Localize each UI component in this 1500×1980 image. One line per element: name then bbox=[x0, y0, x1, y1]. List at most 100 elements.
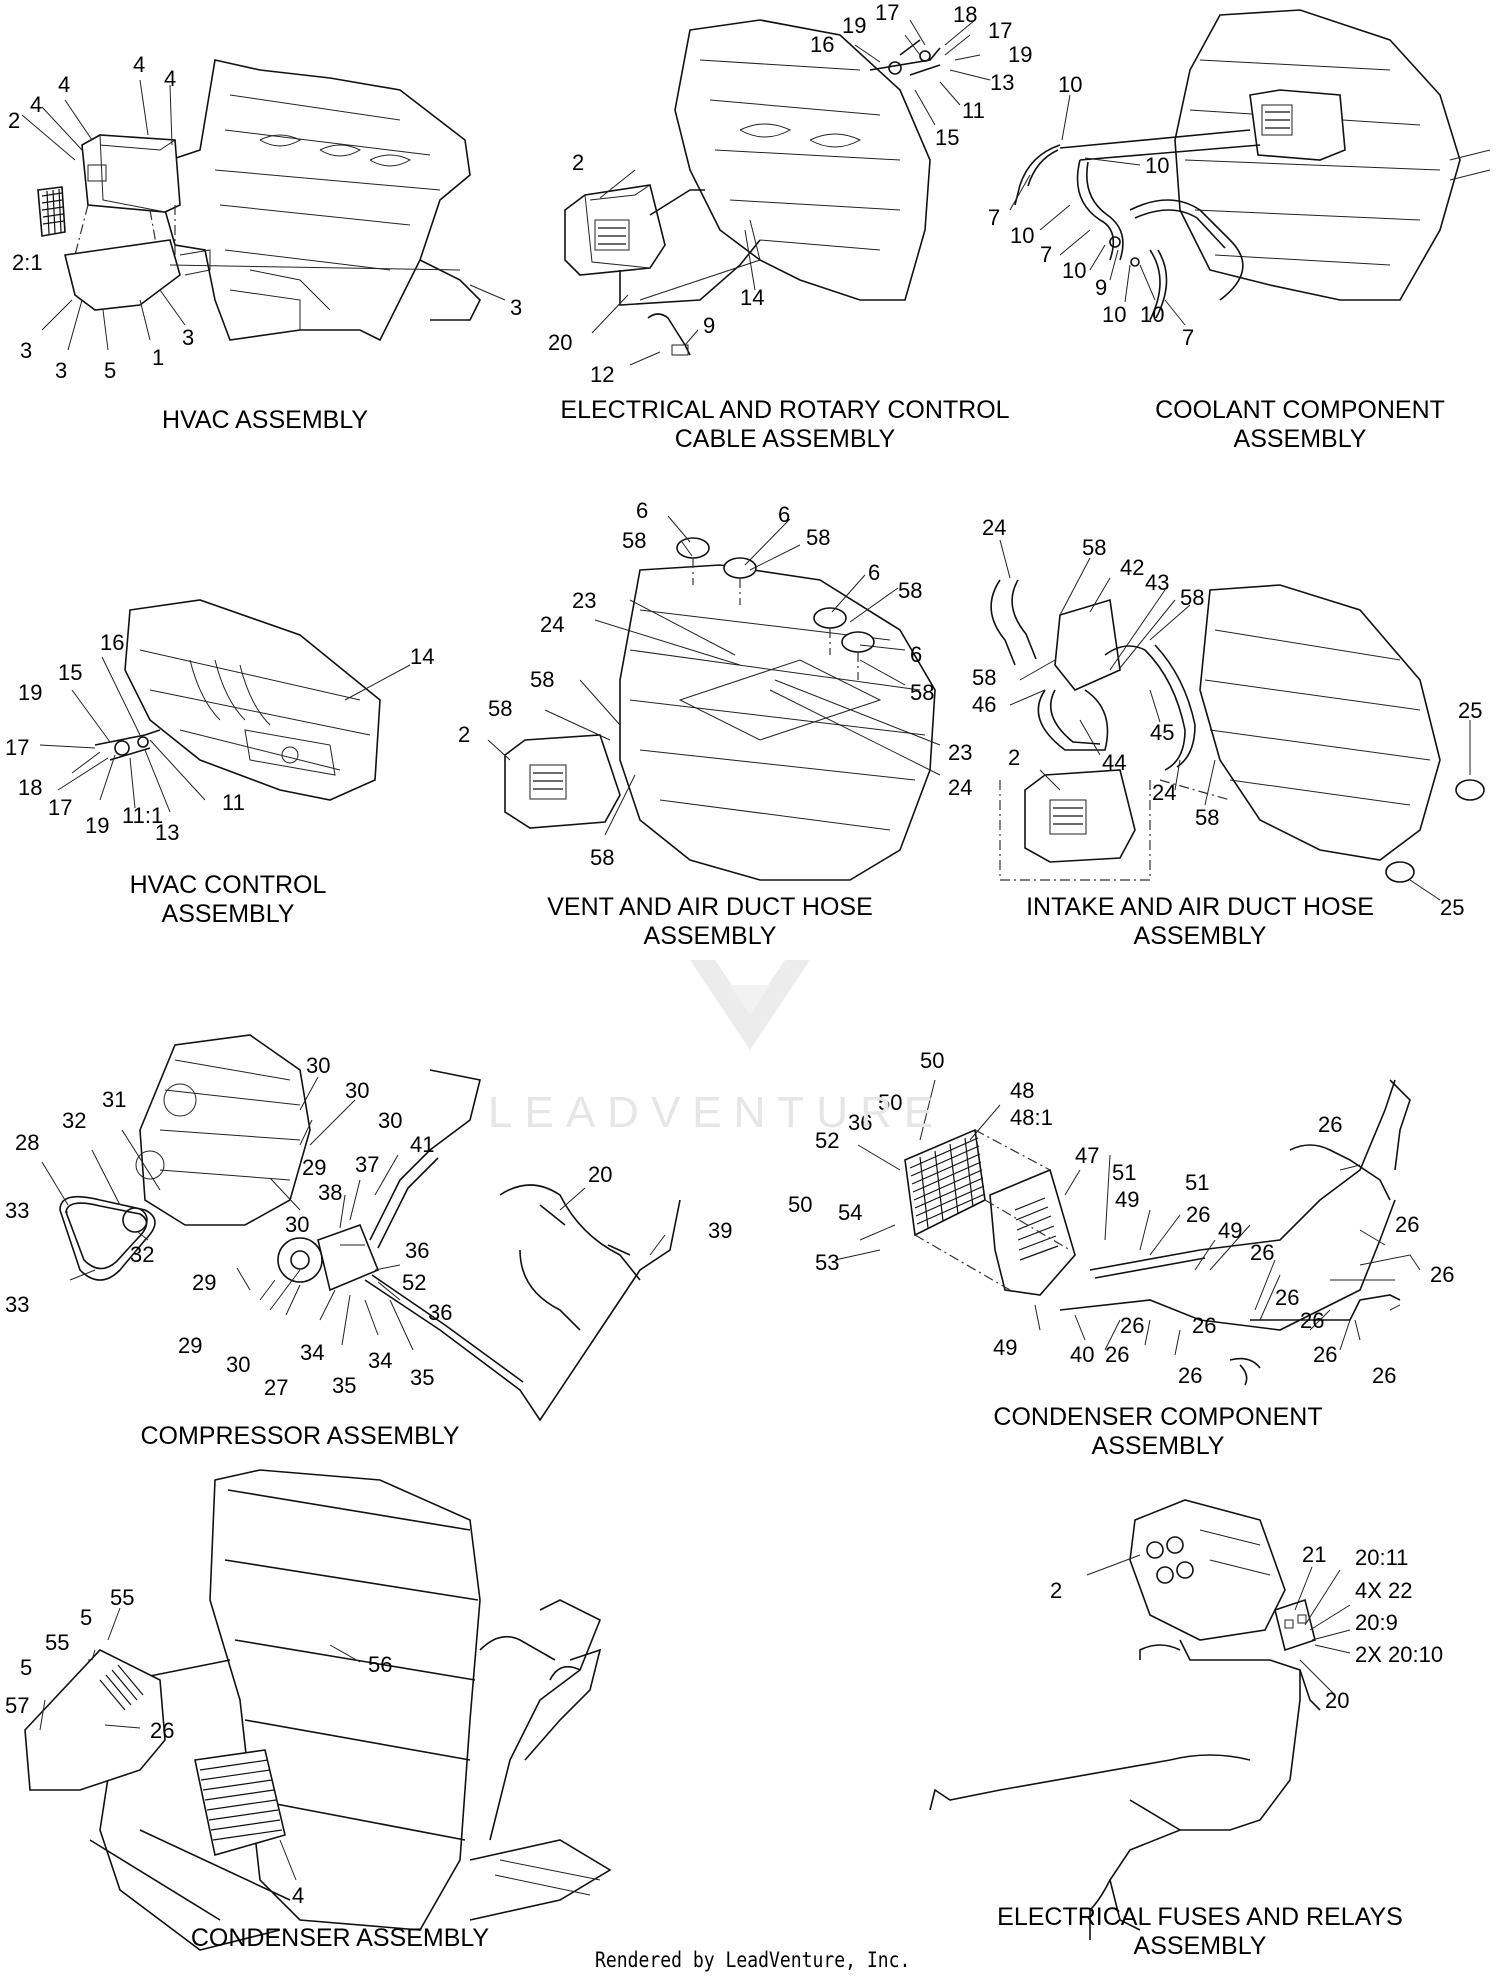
callout-26: 26 bbox=[1178, 1363, 1202, 1388]
callout-37: 37 bbox=[355, 1152, 379, 1177]
caption-hvac-control-line-2: ASSEMBLY bbox=[162, 900, 295, 928]
callout-45: 45 bbox=[1150, 720, 1174, 745]
callout-17: 17 bbox=[48, 795, 72, 820]
callout-7: 7 bbox=[1182, 325, 1194, 350]
panel-intake-air-duct-hose: 24 58 42 43 58 58 46 45 2 44 24 58 25 25… bbox=[972, 515, 1485, 950]
caption-condenser-component-line-1: CONDENSER COMPONENT bbox=[993, 1403, 1322, 1431]
callout-11: 11 bbox=[222, 790, 245, 815]
caption-coolant-line-2: ASSEMBLY bbox=[1234, 425, 1367, 453]
callout-23: 23 bbox=[572, 588, 596, 613]
drawing-hvac-control bbox=[39, 599, 411, 813]
callout-39: 39 bbox=[708, 1218, 732, 1243]
callout-30: 30 bbox=[226, 1352, 250, 1377]
callout-17: 17 bbox=[5, 735, 29, 760]
callout-58: 58 bbox=[898, 578, 922, 603]
callout-4: 4 bbox=[30, 92, 42, 117]
panel-condenser-assembly: 55 5 55 5 56 57 26 4 CONDENSER ASSEMBLY bbox=[5, 1469, 612, 1952]
callout-6: 6 bbox=[636, 498, 648, 523]
panel-compressor-assembly: 30 30 31 32 30 28 41 29 20 37 38 33 32 3… bbox=[5, 1034, 732, 1450]
panel-hvac-control: 16 15 14 19 17 18 17 19 11:1 13 11 HVAC … bbox=[5, 599, 434, 928]
callout-48: 48 bbox=[1010, 1078, 1034, 1103]
callout-36: 36 bbox=[405, 1238, 429, 1263]
caption-coolant-line-1: COOLANT COMPONENT bbox=[1155, 396, 1445, 424]
callout-58: 58 bbox=[806, 525, 830, 550]
callout-26: 26 bbox=[1300, 1308, 1324, 1333]
callout-10: 10 bbox=[1062, 258, 1086, 283]
callout-51: 51 bbox=[1112, 1160, 1136, 1185]
callout-20: 20 bbox=[588, 1162, 612, 1187]
callout-24: 24 bbox=[982, 515, 1006, 540]
caption-intake-line-1: INTAKE AND AIR DUCT HOSE bbox=[1026, 893, 1374, 921]
callout-43: 43 bbox=[1145, 570, 1169, 595]
callout-27: 27 bbox=[264, 1375, 288, 1400]
callout-26: 26 bbox=[1313, 1342, 1337, 1367]
callout-15: 15 bbox=[58, 660, 82, 685]
callout-36: 36 bbox=[848, 1110, 872, 1135]
callout-6: 6 bbox=[868, 560, 880, 585]
callout-24: 24 bbox=[948, 775, 972, 800]
panel-vent-air-duct-hose: 6 6 58 58 6 58 23 24 6 58 58 58 2 23 24 … bbox=[458, 498, 972, 950]
callout-24: 24 bbox=[540, 612, 564, 637]
panel-hvac-assembly: 2 4 4 4 4 2:1 3 3 5 1 3 3 HVAC ASSEMBLY bbox=[8, 52, 522, 434]
callout-1: 1 bbox=[152, 345, 164, 370]
callout-30: 30 bbox=[285, 1212, 309, 1237]
callout-50: 50 bbox=[920, 1048, 944, 1073]
callout-16: 16 bbox=[810, 32, 834, 57]
callout-46: 46 bbox=[972, 692, 996, 717]
callout-19: 19 bbox=[85, 813, 109, 838]
callout-19: 19 bbox=[842, 13, 866, 38]
callout-20: 20 bbox=[548, 330, 572, 355]
callout-21: 21 bbox=[1302, 1542, 1326, 1567]
callout-26: 26 bbox=[150, 1718, 174, 1743]
caption-fuses-line-2: ASSEMBLY bbox=[1134, 1932, 1267, 1960]
callout-13: 13 bbox=[990, 70, 1014, 95]
callout-3: 3 bbox=[20, 338, 32, 363]
callout-26: 26 bbox=[1372, 1363, 1396, 1388]
callout-26: 26 bbox=[1318, 1112, 1342, 1137]
callout-12: 12 bbox=[590, 362, 614, 387]
callout-17: 17 bbox=[875, 0, 899, 25]
callout-5: 5 bbox=[80, 1605, 92, 1630]
callout-25: 25 bbox=[1458, 698, 1482, 723]
callout-2: 2 bbox=[1050, 1578, 1062, 1603]
drawing-hvac bbox=[21, 59, 506, 351]
callout-51: 51 bbox=[1185, 1170, 1209, 1195]
callout-7: 7 bbox=[988, 205, 1000, 230]
callout-58: 58 bbox=[1180, 585, 1204, 610]
callout-4x-22: 4X 22 bbox=[1355, 1578, 1413, 1603]
callout-16: 16 bbox=[100, 630, 124, 655]
callout-58: 58 bbox=[910, 680, 934, 705]
callout-42: 42 bbox=[1120, 555, 1144, 580]
drawing-condenser-component bbox=[834, 1079, 1421, 1386]
callout-35: 35 bbox=[332, 1373, 356, 1398]
callout-52: 52 bbox=[402, 1270, 426, 1295]
caption-condenser-component-line-2: ASSEMBLY bbox=[1092, 1432, 1225, 1460]
drawing-electrical bbox=[564, 19, 991, 366]
callout-10: 10 bbox=[1140, 302, 1164, 327]
panel-condenser-component: 50 48 48:1 50 36 52 26 47 51 51 50 26 54… bbox=[788, 1048, 1454, 1460]
callout-2: 2 bbox=[8, 108, 20, 133]
caption-condenser: CONDENSER ASSEMBLY bbox=[191, 1924, 490, 1952]
callout-55: 55 bbox=[110, 1585, 134, 1610]
callout-6: 6 bbox=[910, 642, 922, 667]
callout-10: 10 bbox=[1102, 302, 1126, 327]
callout-5: 5 bbox=[20, 1655, 32, 1680]
caption-vent-line-1: VENT AND AIR DUCT HOSE bbox=[547, 893, 873, 921]
callout-3: 3 bbox=[510, 295, 522, 320]
callout-19: 19 bbox=[18, 680, 42, 705]
callout-54: 54 bbox=[838, 1200, 862, 1225]
callout-4: 4 bbox=[164, 66, 176, 91]
callout-53: 53 bbox=[815, 1250, 839, 1275]
callout-29: 29 bbox=[192, 1270, 216, 1295]
callout-10: 10 bbox=[1010, 223, 1034, 248]
callout-5: 5 bbox=[104, 358, 116, 383]
drawing-compressor bbox=[41, 1034, 681, 1422]
callout-24: 24 bbox=[1152, 780, 1176, 805]
callout-2x-20-10: 2X 20:10 bbox=[1355, 1642, 1443, 1667]
callout-26: 26 bbox=[1395, 1212, 1419, 1237]
callout-26: 26 bbox=[1120, 1313, 1144, 1338]
watermark-text: LEADVENTURE bbox=[488, 1088, 946, 1137]
callout-2-1: 2:1 bbox=[12, 250, 43, 275]
callout-58: 58 bbox=[530, 667, 554, 692]
